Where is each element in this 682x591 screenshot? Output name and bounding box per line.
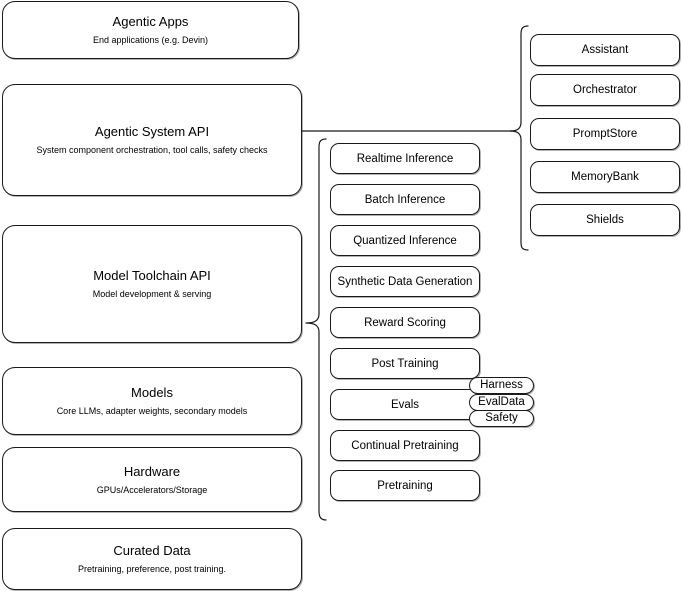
layer-models[interactable]: Models Core LLMs, adapter weights, secon… [2, 367, 302, 435]
component-label: Synthetic Data Generation [337, 275, 473, 288]
eval-pill-label: Harness [480, 379, 523, 391]
eval-pill-evaldata[interactable]: EvalData [469, 394, 534, 411]
component-label: Evals [390, 398, 420, 411]
component-label: Quantized Inference [353, 234, 457, 247]
component-label: PromptStore [572, 128, 638, 140]
component-label: Assistant [581, 44, 629, 56]
eval-pill-label: EvalData [478, 396, 525, 408]
layer-subtitle: End applications (e.g. Devin) [92, 35, 209, 45]
connector-system-api-to-components [301, 130, 513, 132]
component-pretraining[interactable]: Pretraining [330, 470, 480, 501]
component-label: Continual Pretraining [351, 439, 459, 452]
component-label: Reward Scoring [364, 316, 446, 329]
layer-subtitle: Model development & serving [92, 289, 212, 299]
component-label: Orchestrator [573, 84, 637, 96]
component-shields[interactable]: Shields [530, 204, 680, 236]
layer-agentic-system-api[interactable]: Agentic System API System component orch… [2, 84, 302, 196]
layer-model-toolchain-api[interactable]: Model Toolchain API Model development & … [2, 225, 302, 343]
component-synthetic-data-generation[interactable]: Synthetic Data Generation [330, 266, 480, 297]
component-batch-inference[interactable]: Batch Inference [330, 184, 480, 215]
component-memorybank[interactable]: MemoryBank [530, 161, 680, 193]
layer-curated-data[interactable]: Curated Data Pretraining, preference, po… [2, 528, 302, 590]
component-label: Shields [586, 214, 624, 226]
layer-hardware[interactable]: Hardware GPUs/Accelerators/Storage [2, 447, 302, 512]
component-realtime-inference[interactable]: Realtime Inference [330, 143, 480, 174]
component-post-training[interactable]: Post Training [330, 348, 480, 379]
layer-agentic-apps[interactable]: Agentic Apps End applications (e.g. Devi… [2, 1, 299, 59]
layer-title: Models [131, 385, 173, 400]
component-orchestrator[interactable]: Orchestrator [530, 74, 680, 106]
layer-subtitle: System component orchestration, tool cal… [36, 145, 268, 155]
component-continual-pretraining[interactable]: Continual Pretraining [330, 430, 480, 461]
layer-title: Agentic System API [94, 124, 210, 139]
component-promptstore[interactable]: PromptStore [530, 118, 680, 150]
component-evals[interactable]: Evals [330, 389, 480, 420]
layer-subtitle: GPUs/Accelerators/Storage [96, 484, 208, 495]
brace-toolchain-components [305, 138, 327, 521]
layer-title: Hardware [123, 463, 181, 479]
brace-system-components [509, 25, 529, 251]
component-reward-scoring[interactable]: Reward Scoring [330, 307, 480, 338]
layer-title: Agentic Apps [112, 14, 189, 29]
component-assistant[interactable]: Assistant [530, 34, 680, 66]
layer-subtitle: Core LLMs, adapter weights, secondary mo… [56, 406, 248, 416]
component-label: MemoryBank [571, 171, 639, 183]
eval-pill-harness[interactable]: Harness [469, 377, 534, 394]
component-label: Batch Inference [364, 193, 446, 206]
eval-pill-safety[interactable]: Safety [469, 410, 534, 427]
layer-title: Model Toolchain API [93, 268, 211, 283]
layer-title: Curated Data [113, 543, 191, 558]
component-quantized-inference[interactable]: Quantized Inference [330, 225, 480, 256]
layer-subtitle: Pretraining, preference, post training. [77, 564, 227, 574]
component-label: Post Training [371, 357, 439, 370]
component-label: Realtime Inference [356, 152, 454, 165]
component-label: Pretraining [377, 479, 433, 492]
eval-pill-label: Safety [485, 412, 518, 424]
